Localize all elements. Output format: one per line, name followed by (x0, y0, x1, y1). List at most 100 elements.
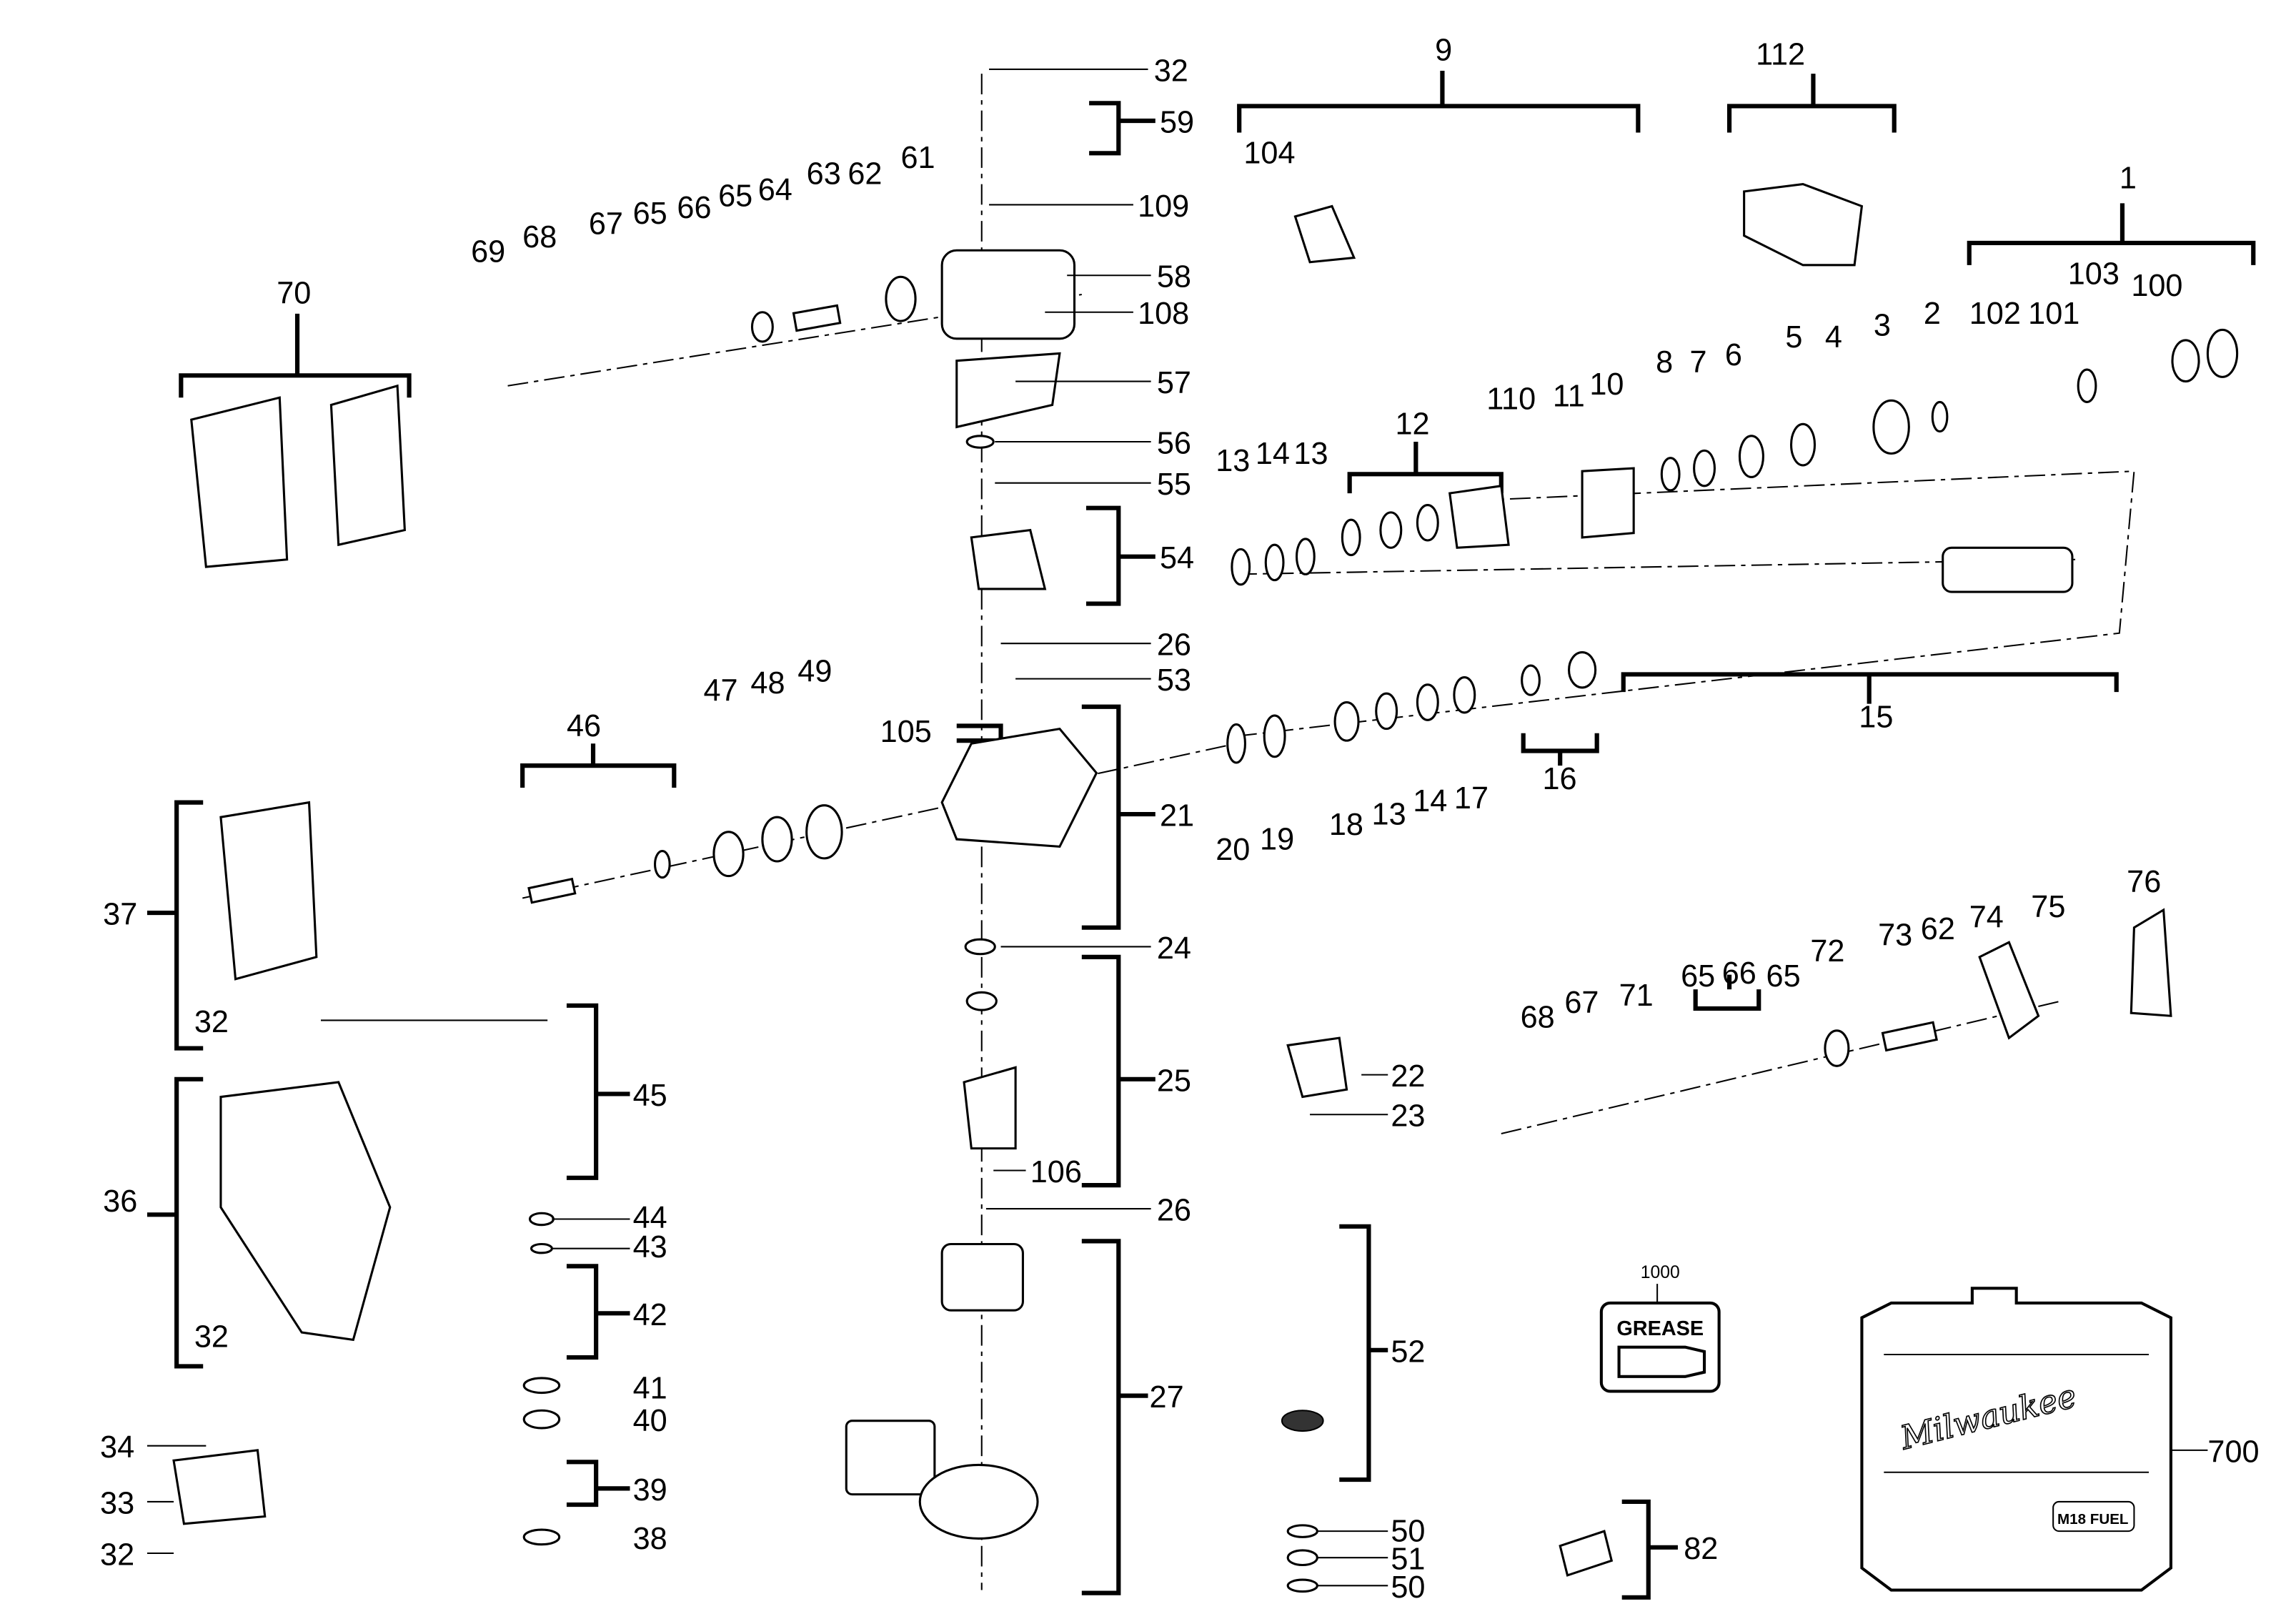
callout-label: 42 (633, 1298, 667, 1332)
callout-label: 61 (900, 141, 935, 175)
callout-label: 73 (1878, 918, 1912, 952)
spring-73 (1881, 1021, 1938, 1052)
handle-half-right (329, 384, 407, 547)
callout-label: 5 (1785, 320, 1802, 355)
gear-case (940, 727, 1098, 848)
callout-label: 106 (1030, 1155, 1082, 1189)
guard-22 (1286, 1036, 1348, 1099)
fan-74 (1978, 941, 2040, 1040)
callout-label: 23 (1391, 1099, 1425, 1134)
dashed-link (1236, 470, 2135, 737)
gear-housing-cover (940, 249, 1076, 340)
callout-label: 64 (758, 173, 792, 207)
front-axis (1236, 558, 2076, 575)
callout-label: 109 (1138, 189, 1189, 224)
callout-label: 70 (277, 276, 311, 310)
label-76 (2129, 908, 2172, 1017)
clutch-housing (1448, 485, 1510, 549)
callout-label: 67 (1564, 986, 1599, 1020)
rear-axis (1501, 1000, 2061, 1135)
callout-label: 49 (797, 655, 832, 689)
callout-label: 105 (880, 715, 932, 749)
callout-label: 27 (1150, 1380, 1184, 1415)
callout-label: 39 (633, 1473, 667, 1507)
callout-label: 65 (718, 179, 752, 213)
callout-label: 15 (1859, 700, 1893, 735)
callout-label: 26 (1157, 1194, 1191, 1228)
callout-labels: 32 59 109 58 108 57 56 55 54 26 53 105 2… (100, 34, 2260, 1605)
carry-case: Milwaukee M18 FUEL (1860, 1287, 2172, 1592)
parts (172, 182, 2239, 1593)
callout-label: 9 (1435, 34, 1452, 68)
callout-label: 69 (471, 235, 505, 269)
callout-label: 50 (1391, 1515, 1425, 1549)
callout-label: 38 (633, 1522, 667, 1556)
callout-label: 32 (1154, 54, 1188, 88)
callout-label: 12 (1396, 407, 1430, 442)
callout-label: 11 (1553, 380, 1585, 414)
rings (522, 275, 2239, 1593)
callout-label: 10 (1589, 367, 1624, 402)
callout-label: 58 (1157, 260, 1191, 294)
callout-label: 63 (807, 157, 841, 192)
callout-label: 74 (1969, 901, 2004, 935)
switch-part (970, 528, 1047, 590)
callout-label: 110 (1486, 382, 1536, 417)
battery-cover (172, 1449, 267, 1525)
callout-label: 32 (100, 1538, 134, 1572)
shaft-46 (527, 877, 577, 904)
callout-label: 66 (1722, 956, 1756, 991)
callout-label: 104 (1243, 137, 1295, 171)
stator (940, 1242, 1024, 1312)
callout-label: 46 (567, 709, 601, 743)
callout-label: 40 (633, 1404, 667, 1438)
callout-label: 54 (1160, 541, 1194, 575)
callout-label: 52 (1391, 1335, 1425, 1369)
callout-label: 65 (1681, 959, 1715, 994)
handle-half-left (190, 396, 289, 568)
callout-label: 14 (1413, 784, 1447, 818)
leader-lines (146, 68, 2208, 1587)
callout-label: 33 (100, 1486, 134, 1520)
rotor (963, 1066, 1017, 1150)
case-badge: M18 FUEL (2057, 1511, 2128, 1528)
callout-label: 6 (1725, 338, 1742, 372)
spring (792, 304, 842, 332)
callout-label: 13 (1216, 444, 1250, 478)
callout-label: 16 (1542, 762, 1576, 796)
callout-label: 72 (1810, 934, 1844, 969)
callout-label: 22 (1391, 1059, 1425, 1094)
gasket (955, 352, 1061, 429)
callout-label: 2 (1924, 297, 1941, 331)
callout-label: 47 (703, 673, 737, 708)
callout-label: 34 (100, 1430, 134, 1465)
callout-label: 41 (633, 1372, 667, 1406)
grease-part-number: 1000 (1641, 1263, 1680, 1282)
callout-label: 53 (1157, 663, 1191, 698)
callout-label: 68 (522, 220, 557, 254)
electronics-plate (918, 1463, 1039, 1540)
callout-label: 55 (1157, 467, 1191, 502)
callout-label: 18 (1329, 808, 1363, 842)
callout-label: 103 (2068, 257, 2119, 292)
callout-label: 26 (1157, 628, 1191, 663)
callout-label: 75 (2031, 890, 2065, 924)
callout-label: 700 (2207, 1435, 2259, 1469)
callout-label: 68 (1521, 1001, 1555, 1035)
callout-label: 25 (1157, 1064, 1191, 1098)
sleeve (1581, 467, 1635, 539)
callout-label: 66 (677, 191, 711, 225)
callout-label: 36 (103, 1184, 137, 1219)
callout-label: 44 (633, 1201, 667, 1235)
chuck (1743, 182, 1864, 267)
callout-label: 112 (1756, 38, 1805, 72)
side-handle (1293, 204, 1356, 264)
callout-label: 14 (1256, 437, 1290, 471)
callout-label: 59 (1160, 105, 1194, 139)
callout-label: 43 (633, 1230, 667, 1264)
callout-label: 57 (1157, 366, 1191, 400)
callout-label: 37 (103, 898, 137, 932)
callout-label: 65 (633, 197, 667, 231)
callout-label: 82 (1684, 1532, 1718, 1566)
